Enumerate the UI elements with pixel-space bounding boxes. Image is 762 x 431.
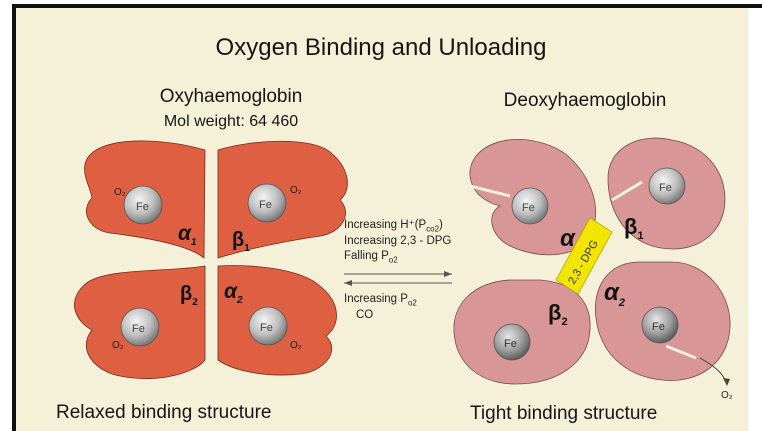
heme-fe-label: Fe [652,321,665,333]
reverse-arrow [344,280,452,286]
subunit-beta2-deoxy: Fe β2 [454,280,590,384]
o2-label: O₂ [112,340,124,351]
subunit-alpha1-deoxy: Fe α1 [470,139,596,255]
heme-fe-label: Fe [260,322,273,334]
released-o2-label: O₂ [721,390,733,401]
forward-arrow [344,271,452,277]
heme-fe-label: Fe [136,201,149,213]
o2-label: O₂ [290,185,302,196]
heme-fe-label: Fe [659,182,672,194]
heme-fe-label: Fe [504,338,517,350]
subunit-alpha2-oxy: Fe O₂ α2 [218,266,337,376]
heme-fe-label: Fe [259,199,272,211]
o2-label: O₂ [114,187,126,198]
subunit-beta1-deoxy: Fe β1 [608,138,725,249]
subunit-alpha1-oxy: Fe O₂ α1 [85,141,205,258]
subunit-beta2-oxy: Fe O₂ β2 [74,266,205,379]
subunit-beta1-oxy: Fe O₂ β1 [218,141,347,258]
heme-fe-label: Fe [132,323,145,335]
heme-fe-label: Fe [522,202,535,214]
subunit-alpha2-deoxy: Fe α2 [595,262,730,380]
o2-label: O₂ [290,340,302,351]
